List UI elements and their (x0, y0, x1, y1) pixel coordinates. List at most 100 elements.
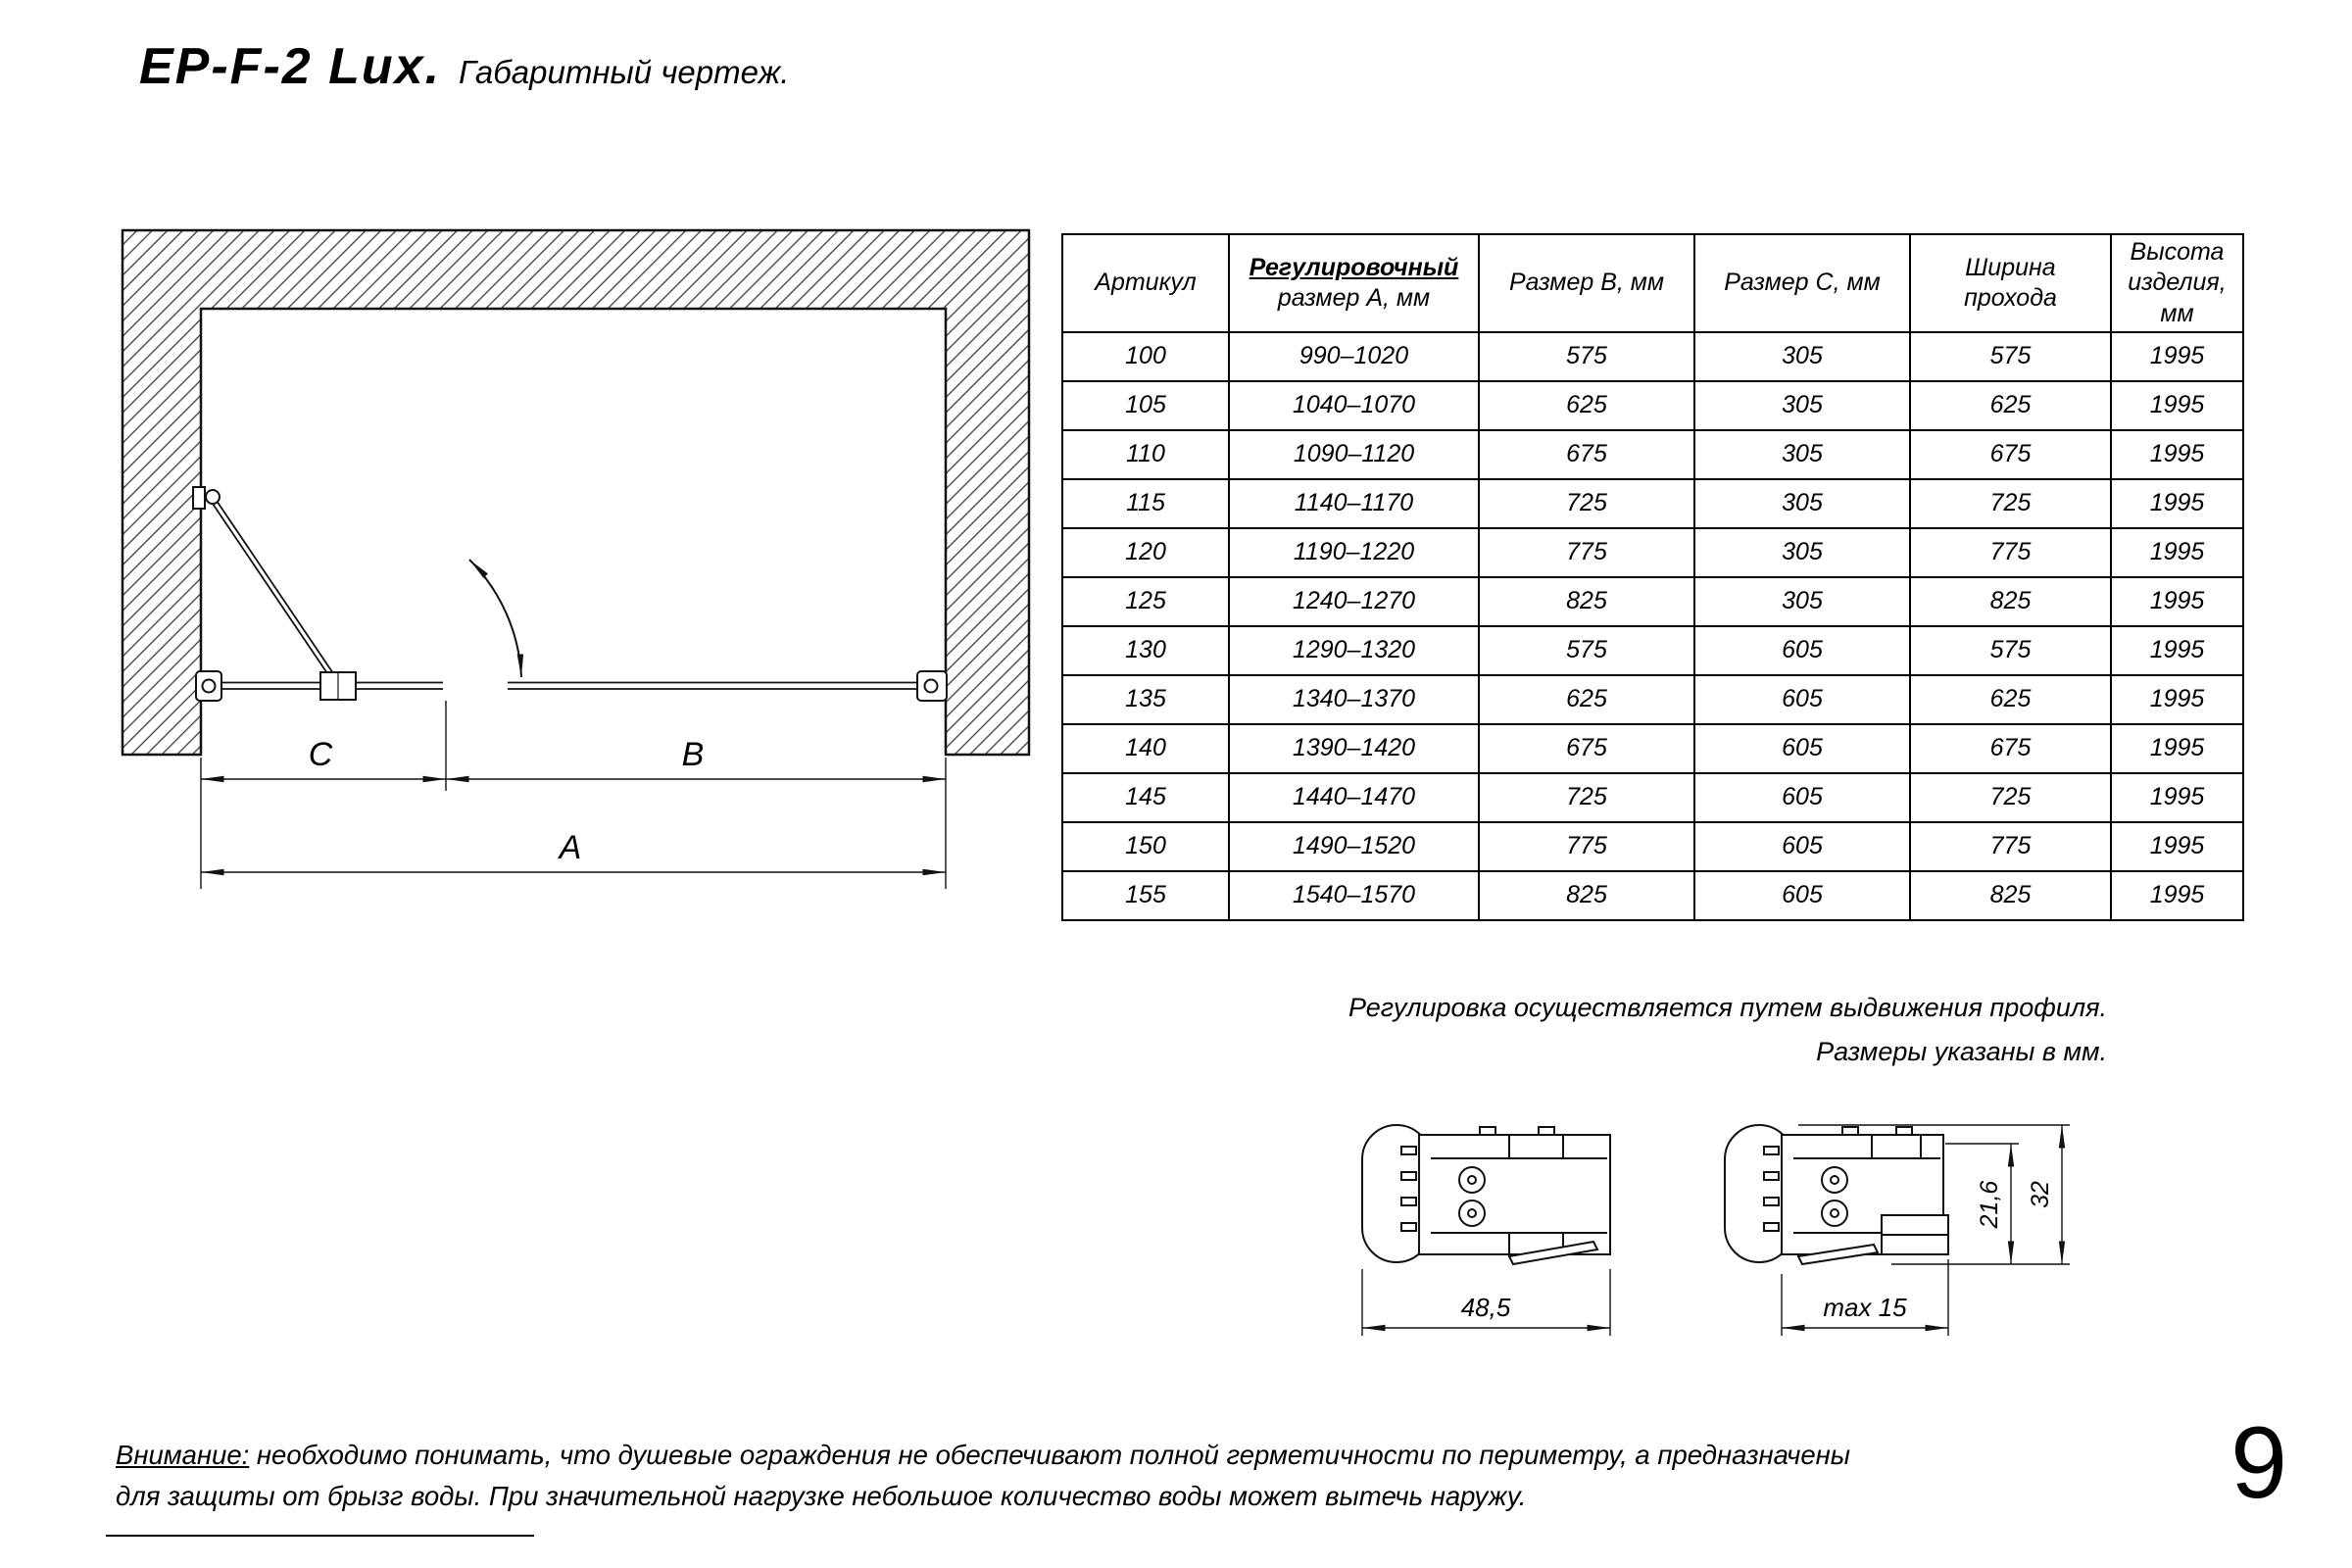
profile-section-right (1724, 1124, 1949, 1266)
cell-size-b: 725 (1478, 771, 1695, 823)
cell-article: 125 (1061, 575, 1230, 627)
cell-size-a: 1040–1070 (1228, 379, 1480, 431)
dim-label-a: A (558, 829, 582, 866)
cell-article: 155 (1061, 869, 1230, 921)
cell-size-b: 625 (1478, 673, 1695, 725)
cell-height: 1995 (2110, 477, 2244, 529)
note-line-2: Размеры указаны в мм. (1816, 1036, 2107, 1066)
table-row: 120 1190–1220 775 305 775 1995 (1061, 526, 2244, 578)
page-title: EP-F-2 Lux. Габаритный чертеж. (139, 37, 789, 96)
warning-note: Внимание: необходимо понимать, что душев… (116, 1435, 1850, 1517)
cell-article: 115 (1061, 477, 1230, 529)
table-row: 100 990–1020 575 305 575 1995 (1061, 330, 2244, 382)
cell-passage: 675 (1909, 722, 2112, 774)
cell-size-c: 305 (1693, 379, 1911, 431)
cell-size-b: 675 (1478, 722, 1695, 774)
dim-label-c: C (309, 736, 333, 773)
table-row: 135 1340–1370 625 605 625 1995 (1061, 673, 2244, 725)
cell-height: 1995 (2110, 820, 2244, 872)
cell-passage: 575 (1909, 330, 2112, 382)
cell-article: 120 (1061, 526, 1230, 578)
cell-size-b: 575 (1478, 624, 1695, 676)
cell-size-b: 775 (1478, 820, 1695, 872)
col-size-c: Размер С, мм (1693, 233, 1911, 333)
cell-height: 1995 (2110, 722, 2244, 774)
cell-height: 1995 (2110, 526, 2244, 578)
table-body: 100 990–1020 575 305 575 1995 105 1040–1… (1061, 330, 2244, 921)
cell-article: 140 (1061, 722, 1230, 774)
col-height: Высота изделия, мм (2110, 233, 2244, 333)
cell-article: 135 (1061, 673, 1230, 725)
cell-size-c: 305 (1693, 526, 1911, 578)
cell-passage: 675 (1909, 428, 2112, 480)
cell-article: 145 (1061, 771, 1230, 823)
cell-size-a: 1290–1320 (1228, 624, 1480, 676)
warning-line-2: для защиты от брызг воды. При значительн… (116, 1480, 1527, 1511)
cell-passage: 775 (1909, 526, 2112, 578)
profile-dimensions (1361, 1124, 2070, 1336)
cell-size-b: 725 (1478, 477, 1695, 529)
table-row: 115 1140–1170 725 305 725 1995 (1061, 477, 2244, 529)
cell-article: 110 (1061, 428, 1230, 480)
cell-size-c: 305 (1693, 330, 1911, 382)
cell-passage: 825 (1909, 869, 2112, 921)
col-article: Артикул (1061, 233, 1230, 333)
table-header: Артикул Регулировочный размер А, мм Разм… (1061, 233, 2244, 333)
cell-article: 105 (1061, 379, 1230, 431)
cell-size-a: 1440–1470 (1228, 771, 1480, 823)
warning-line-1: Внимание: необходимо понимать, что душев… (116, 1440, 1851, 1470)
col-size-b: Размер В, мм (1478, 233, 1695, 333)
drawing-subtitle: Габаритный чертеж. (459, 54, 790, 90)
cell-passage: 725 (1909, 771, 2112, 823)
door-assembly (192, 486, 948, 702)
dimensional-drawing: C B A (121, 228, 1031, 889)
table-row: 155 1540–1570 825 605 825 1995 (1061, 869, 2244, 921)
adjustment-notes: Регулировка осуществляется путем выдвиже… (1348, 986, 2107, 1073)
cell-size-b: 675 (1478, 428, 1695, 480)
dim-label-max: max 15 (1823, 1293, 1907, 1322)
cell-size-c: 305 (1693, 575, 1911, 627)
cell-size-b: 575 (1478, 330, 1695, 382)
cell-size-a: 990–1020 (1228, 330, 1480, 382)
cell-article: 130 (1061, 624, 1230, 676)
cell-size-b: 625 (1478, 379, 1695, 431)
spec-table: Артикул Регулировочный размер А, мм Разм… (1061, 233, 2244, 921)
page-number: 9 (2230, 1406, 2287, 1520)
cell-size-a: 1140–1170 (1228, 477, 1480, 529)
table-row: 145 1440–1470 725 605 725 1995 (1061, 771, 2244, 823)
door-open-glass (210, 497, 338, 683)
warning-label: Внимание: (116, 1440, 250, 1470)
dim-label-height: 32 (2027, 1181, 2054, 1208)
cell-height: 1995 (2110, 575, 2244, 627)
hinge-upper (192, 486, 206, 510)
table-row: 130 1290–1320 575 605 575 1995 (1061, 624, 2244, 676)
cell-size-a: 1090–1120 (1228, 428, 1480, 480)
cell-size-a: 1490–1520 (1228, 820, 1480, 872)
cell-size-a: 1390–1420 (1228, 722, 1480, 774)
cell-passage: 775 (1909, 820, 2112, 872)
cell-height: 1995 (2110, 624, 2244, 676)
cell-height: 1995 (2110, 379, 2244, 431)
cell-size-a: 1340–1370 (1228, 673, 1480, 725)
dim-label-b: B (682, 736, 705, 773)
col-size-a: Регулировочный размер А, мм (1228, 233, 1480, 333)
cell-size-c: 605 (1693, 722, 1911, 774)
table-row: 150 1490–1520 775 605 775 1995 (1061, 820, 2244, 872)
header-row: Артикул Регулировочный размер А, мм Разм… (1061, 233, 2244, 333)
dim-label-width: 48,5 (1461, 1293, 1511, 1322)
cell-size-a: 1240–1270 (1228, 575, 1480, 627)
cell-height: 1995 (2110, 771, 2244, 823)
cell-height: 1995 (2110, 330, 2244, 382)
cell-size-a: 1540–1570 (1228, 869, 1480, 921)
table-row: 110 1090–1120 675 305 675 1995 (1061, 428, 2244, 480)
cell-passage: 575 (1909, 624, 2112, 676)
dim-label-depth: 21,6 (1976, 1181, 2003, 1230)
cell-size-c: 605 (1693, 624, 1911, 676)
wall-hatched (121, 228, 1031, 757)
cell-height: 1995 (2110, 673, 2244, 725)
cell-size-c: 605 (1693, 820, 1911, 872)
cell-size-c: 305 (1693, 428, 1911, 480)
note-line-1: Регулировка осуществляется путем выдвиже… (1348, 993, 2107, 1022)
product-name: EP-F-2 Lux. (139, 38, 442, 95)
